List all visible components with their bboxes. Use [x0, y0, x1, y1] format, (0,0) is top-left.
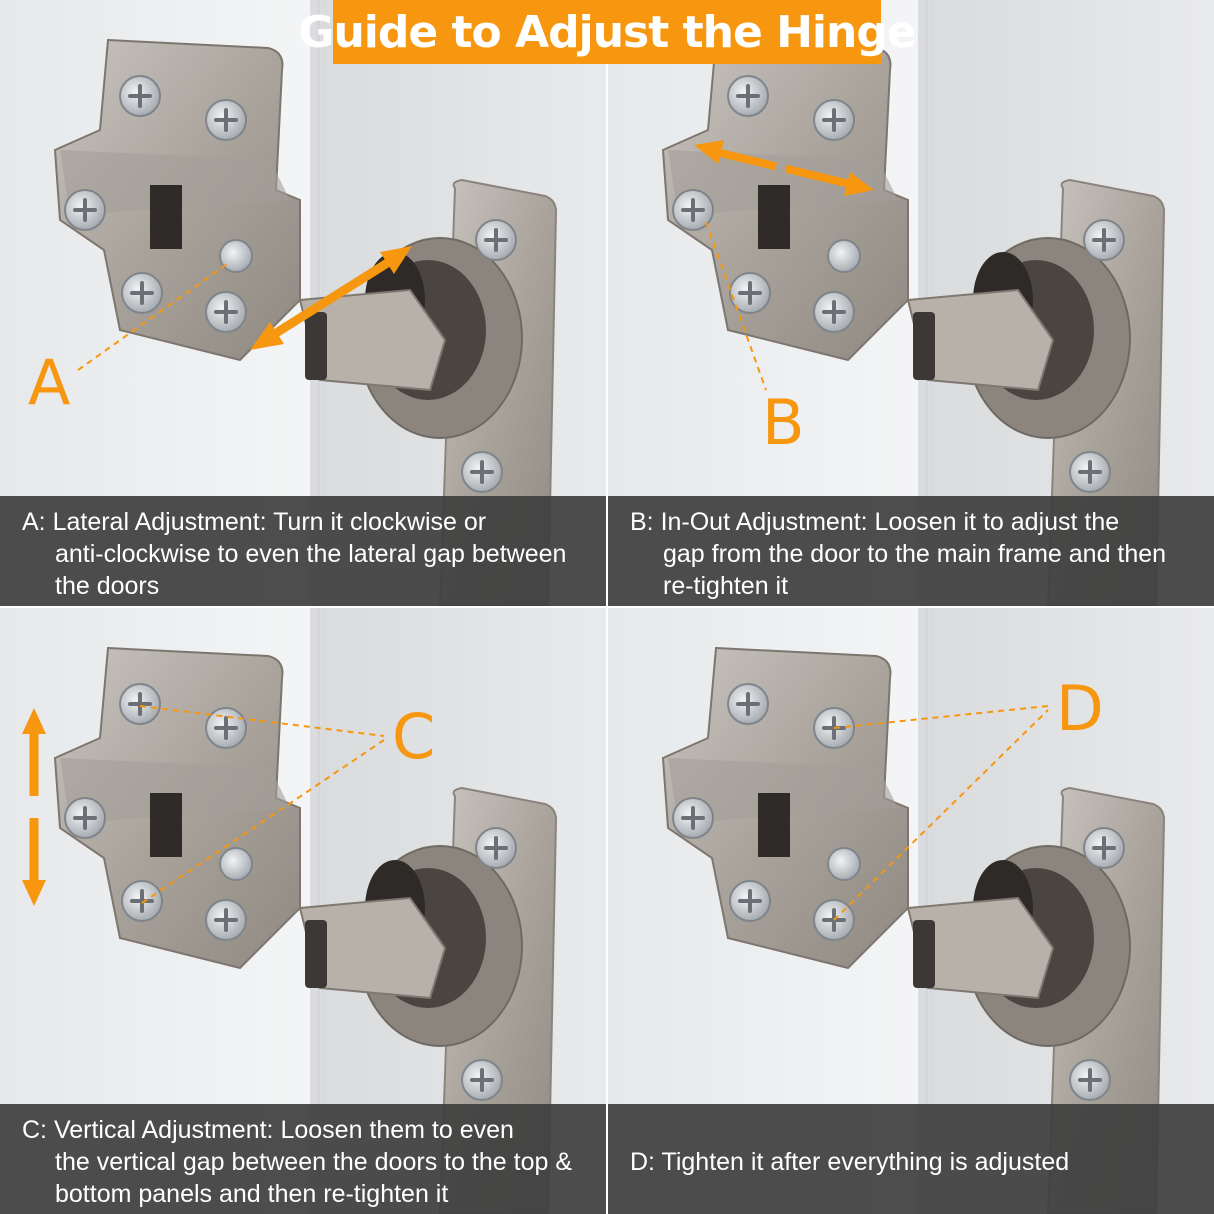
caption-lead: A: Lateral Adjustment: Turn it clockwise…	[22, 508, 487, 536]
caption-lead: B: In-Out Adjustment: Loosen it to adjus…	[630, 508, 1120, 536]
caption-rest: the vertical gap between the doors to th…	[55, 1148, 573, 1208]
caption-c: C: Vertical Adjustment: Loosen them to e…	[0, 1104, 606, 1214]
caption-a: A: Lateral Adjustment: Turn it clockwise…	[0, 496, 606, 606]
panel-vertical-adjustment: C C: Vertical Adjustment: Loosen them to…	[0, 608, 606, 1214]
caption-lead: C: Vertical Adjustment: Loosen them to e…	[22, 1116, 514, 1144]
marker-letter-d: D	[1056, 672, 1104, 745]
caption-lead: D: Tighten it after everything is adjust…	[630, 1148, 1070, 1176]
marker-letter-a: A	[28, 346, 71, 419]
caption-rest: gap from the door to the main frame and …	[663, 540, 1167, 600]
caption-b: B: In-Out Adjustment: Loosen it to adjus…	[608, 496, 1214, 606]
panel-in-out-adjustment: B B: In-Out Adjustment: Loosen it to adj…	[608, 0, 1214, 606]
marker-letter-c: C	[392, 700, 436, 773]
title-banner: Guide to Adjust the Hinge	[298, 0, 917, 64]
panel-lateral-adjustment: A A: Lateral Adjustment: Turn it clockwi…	[0, 0, 606, 606]
page-title: Guide to Adjust the Hinge	[298, 6, 916, 58]
marker-letter-b: B	[762, 386, 805, 459]
divider-horizontal	[0, 606, 1214, 608]
caption-rest: anti-clockwise to even the lateral gap b…	[55, 540, 567, 600]
panel-tighten: D D: Tighten it after everything is adju…	[608, 608, 1214, 1214]
caption-d: D: Tighten it after everything is adjust…	[608, 1104, 1214, 1214]
